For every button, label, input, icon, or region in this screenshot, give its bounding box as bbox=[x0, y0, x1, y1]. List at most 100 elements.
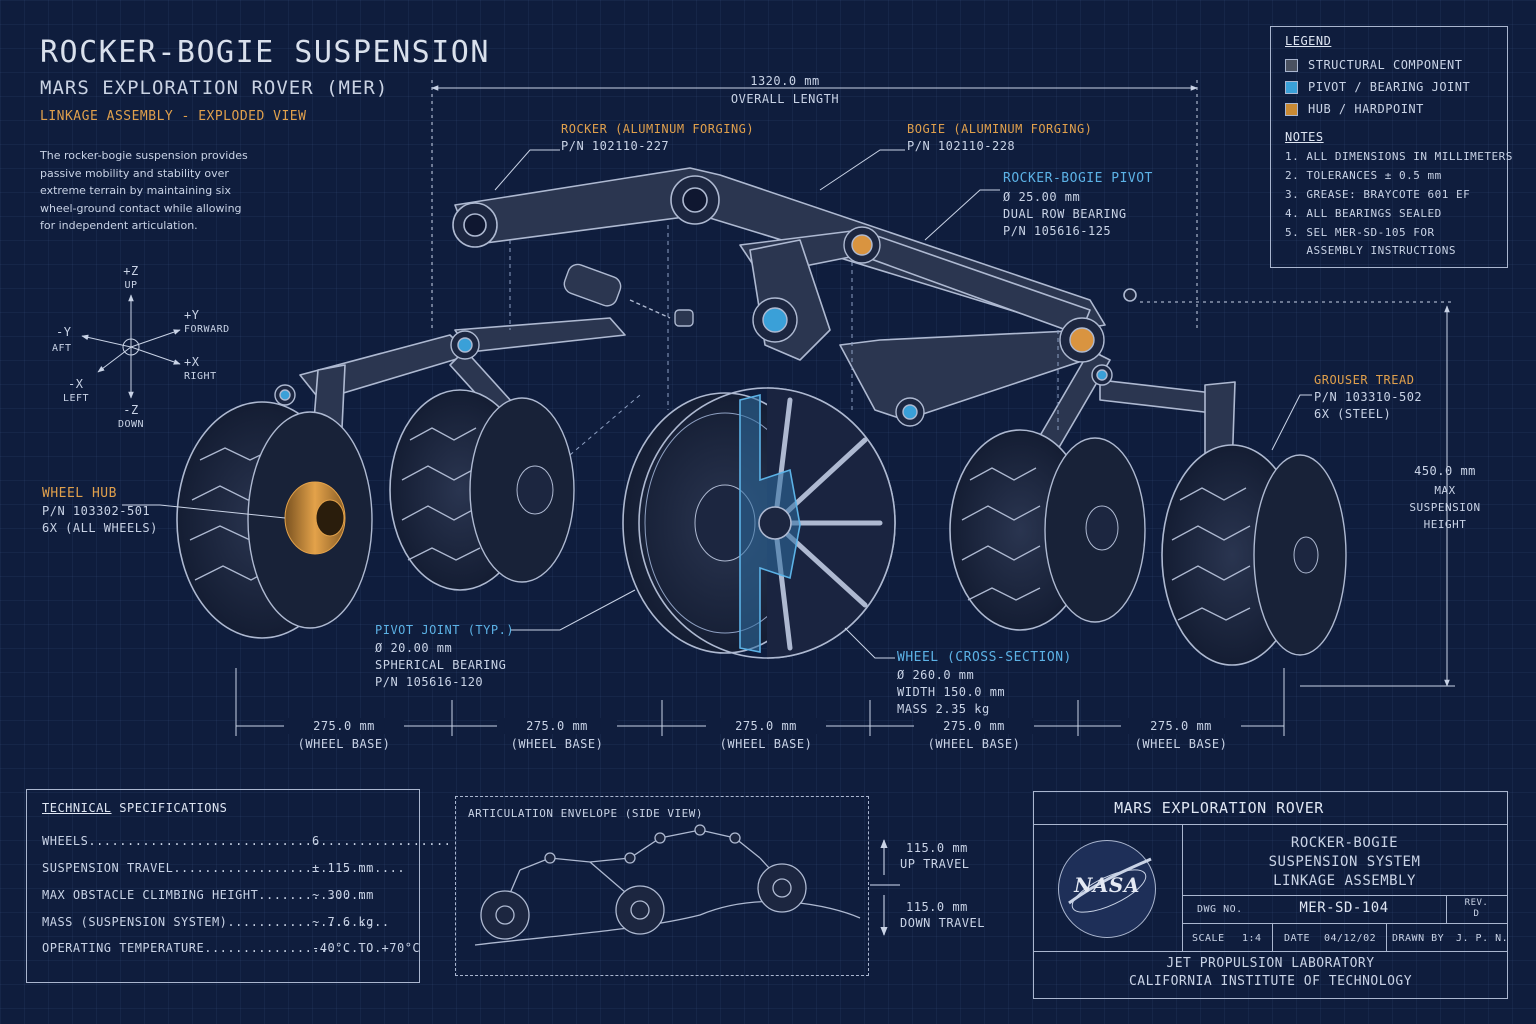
wheel-cs-callout-line: WIDTH 150.0 mm bbox=[897, 685, 1006, 699]
spec-key: WHEELS..................................… bbox=[42, 834, 452, 848]
legend-item-label: PIVOT / BEARING JOINT bbox=[1308, 80, 1471, 94]
pivot-swatch-icon bbox=[1285, 81, 1298, 94]
rocker-callout-name: ROCKER (ALUMINUM FORGING) bbox=[561, 122, 755, 136]
overall-length-dimension bbox=[431, 80, 1198, 330]
title-block-divider bbox=[1182, 824, 1183, 951]
wheelbase-label: (WHEEL BASE) bbox=[927, 737, 1021, 751]
height-dimension bbox=[1140, 301, 1455, 687]
hub-callout-line: P/N 103302-501 bbox=[42, 504, 151, 518]
spec-row: MAX OBSTACLE CLIMBING HEIGHT............… bbox=[42, 888, 373, 902]
rb-pivot-callout-line: DUAL ROW BEARING bbox=[1003, 207, 1127, 221]
legend-item-label: STRUCTURAL COMPONENT bbox=[1308, 58, 1463, 72]
envelope-down-label: DOWN TRAVEL bbox=[900, 916, 985, 930]
spec-value: ~ 300 mm bbox=[312, 888, 374, 902]
hub-callout-line: 6X (ALL WHEELS) bbox=[42, 521, 158, 535]
overall-length-value: 1320.0 mm bbox=[750, 74, 820, 88]
wheelbase-label: (WHEEL BASE) bbox=[1134, 737, 1228, 751]
axis-right-label: +X bbox=[184, 355, 200, 369]
axis-aft-word: AFT bbox=[52, 343, 72, 354]
date-label: DATE bbox=[1284, 933, 1311, 944]
title-block: MARS EXPLORATION ROVER NASA ROCKER-BOGIE… bbox=[1033, 791, 1508, 999]
spec-value: ~ 7.6 kg bbox=[312, 915, 374, 929]
dwg-label: DWG NO. bbox=[1197, 904, 1243, 915]
envelope-title: ARTICULATION ENVELOPE (SIDE VIEW) bbox=[468, 807, 704, 820]
envelope-down-value: 115.0 mm bbox=[906, 900, 968, 914]
date-value: 04/12/02 bbox=[1324, 933, 1377, 944]
spec-value: 6 bbox=[312, 834, 320, 848]
note-line: ASSEMBLY INSTRUCTIONS bbox=[1285, 244, 1456, 257]
pivot-joint-callout-line: SPHERICAL BEARING bbox=[375, 658, 507, 672]
title-block-divider bbox=[1182, 895, 1507, 896]
envelope-panel bbox=[455, 796, 869, 976]
note-line: 3. GREASE: BRAYCOTE 601 EF bbox=[1285, 188, 1471, 201]
title-block-divider bbox=[1034, 951, 1507, 952]
exploded-parts bbox=[563, 263, 694, 327]
grouser-callout-line: 6X (STEEL) bbox=[1314, 407, 1392, 421]
rb-pivot-callout-line: Ø 25.00 mm bbox=[1003, 190, 1081, 204]
drawing-title: ROCKER-BOGIE SUSPENSION bbox=[40, 35, 490, 70]
axis-left-label: -X bbox=[68, 377, 84, 391]
description-line: extreme terrain by maintaining six bbox=[40, 184, 231, 197]
wheel-rear-left bbox=[176, 401, 373, 639]
legend-item-hub: HUB / HARDPOINT bbox=[1285, 101, 1424, 117]
pivot-joint-callout-line: P/N 105616-120 bbox=[375, 675, 484, 689]
wheelbase-value: 275.0 mm bbox=[284, 718, 404, 734]
legend-item-pivot: PIVOT / BEARING JOINT bbox=[1285, 79, 1470, 95]
spec-row: OPERATING TEMPERATURE...................… bbox=[42, 941, 420, 955]
note-line: 1. ALL DIMENSIONS IN MILLIMETERS bbox=[1285, 150, 1513, 163]
legend-item-label: HUB / HARDPOINT bbox=[1308, 102, 1424, 116]
org-line-1: JET PROPULSION LABORATORY bbox=[1166, 956, 1375, 971]
structural-swatch-icon bbox=[1285, 59, 1298, 72]
hub-swatch-icon bbox=[1285, 103, 1298, 116]
wheel-cs-callout-line: Ø 260.0 mm bbox=[897, 668, 975, 682]
description-line: wheel-ground contact while allowing bbox=[40, 201, 242, 215]
legend-panel: LEGEND STRUCTURAL COMPONENT PIVOT / BEAR… bbox=[1270, 26, 1512, 268]
callout-leaders bbox=[122, 149, 1312, 659]
nasa-logo-text: NASA bbox=[1074, 873, 1140, 897]
rb-pivot-callout-line: P/N 105616-125 bbox=[1003, 224, 1112, 238]
wheel-middle-right bbox=[949, 429, 1146, 631]
title-block-divider bbox=[1272, 923, 1273, 951]
title-block-project: MARS EXPLORATION ROVER bbox=[1114, 799, 1324, 817]
nasa-swoosh-icon bbox=[1068, 857, 1152, 913]
wheel-cs-callout-line: MASS 2.35 kg bbox=[897, 702, 990, 716]
title-block-divider bbox=[1446, 895, 1447, 923]
title-block-name: SUSPENSION SYSTEM bbox=[1268, 854, 1421, 870]
axis-up-word: UP bbox=[124, 280, 138, 291]
rev-value: D bbox=[1473, 909, 1480, 919]
nasa-logo-icon: NASA bbox=[1058, 840, 1156, 938]
specs-panel bbox=[26, 789, 420, 983]
grouser-callout-line: P/N 103310-502 bbox=[1314, 390, 1423, 404]
pivot-joint-callout-name: PIVOT JOINT (TYP.) bbox=[375, 623, 515, 637]
bogie-callout-pn: P/N 102110-228 bbox=[907, 139, 1016, 153]
wheelbase-label: (WHEEL BASE) bbox=[719, 737, 813, 751]
specs-title-b: SPECIFICATIONS bbox=[111, 801, 228, 815]
grouser-callout-name: GROUSER TREAD bbox=[1314, 373, 1415, 387]
drawn-label: DRAWN BY bbox=[1392, 933, 1445, 944]
spec-key: MAX OBSTACLE CLIMBING HEIGHT............… bbox=[42, 888, 367, 902]
rb-pivot-callout-name: ROCKER-BOGIE PIVOT bbox=[1003, 171, 1153, 186]
envelope-up-value: 115.0 mm bbox=[906, 841, 968, 855]
rocker-callout-pn: P/N 102110-227 bbox=[561, 139, 670, 153]
wheelbase-label: (WHEEL BASE) bbox=[510, 737, 604, 751]
exploded-guides bbox=[509, 225, 1059, 456]
wheel-middle-left bbox=[389, 389, 575, 591]
view-label: LINKAGE ASSEMBLY - EXPLODED VIEW bbox=[40, 109, 307, 124]
axis-down-label: -Z bbox=[123, 403, 139, 417]
envelope-up-label: UP TRAVEL bbox=[900, 857, 970, 871]
overall-length-label: OVERALL LENGTH bbox=[730, 92, 840, 106]
axis-up-label: +Z bbox=[123, 264, 139, 278]
wheelbase-label: (WHEEL BASE) bbox=[297, 737, 391, 751]
bogie-callout-name: BOGIE (ALUMINUM FORGING) bbox=[907, 122, 1093, 136]
wheel-front-right bbox=[1161, 444, 1347, 666]
spec-value: ± 115 mm bbox=[312, 861, 374, 875]
wheelbase-value: 275.0 mm bbox=[1121, 718, 1241, 734]
title-block-name: LINKAGE ASSEMBLY bbox=[1273, 873, 1416, 889]
axis-right-word: RIGHT bbox=[184, 371, 217, 382]
hub-callout-name: WHEEL HUB bbox=[42, 486, 117, 501]
specs-title: TECHNICAL SPECIFICATIONS bbox=[42, 800, 227, 816]
axis-down-word: DOWN bbox=[117, 419, 145, 430]
title-block-divider bbox=[1034, 824, 1507, 825]
spec-value: -40°C TO +70°C bbox=[312, 941, 421, 955]
